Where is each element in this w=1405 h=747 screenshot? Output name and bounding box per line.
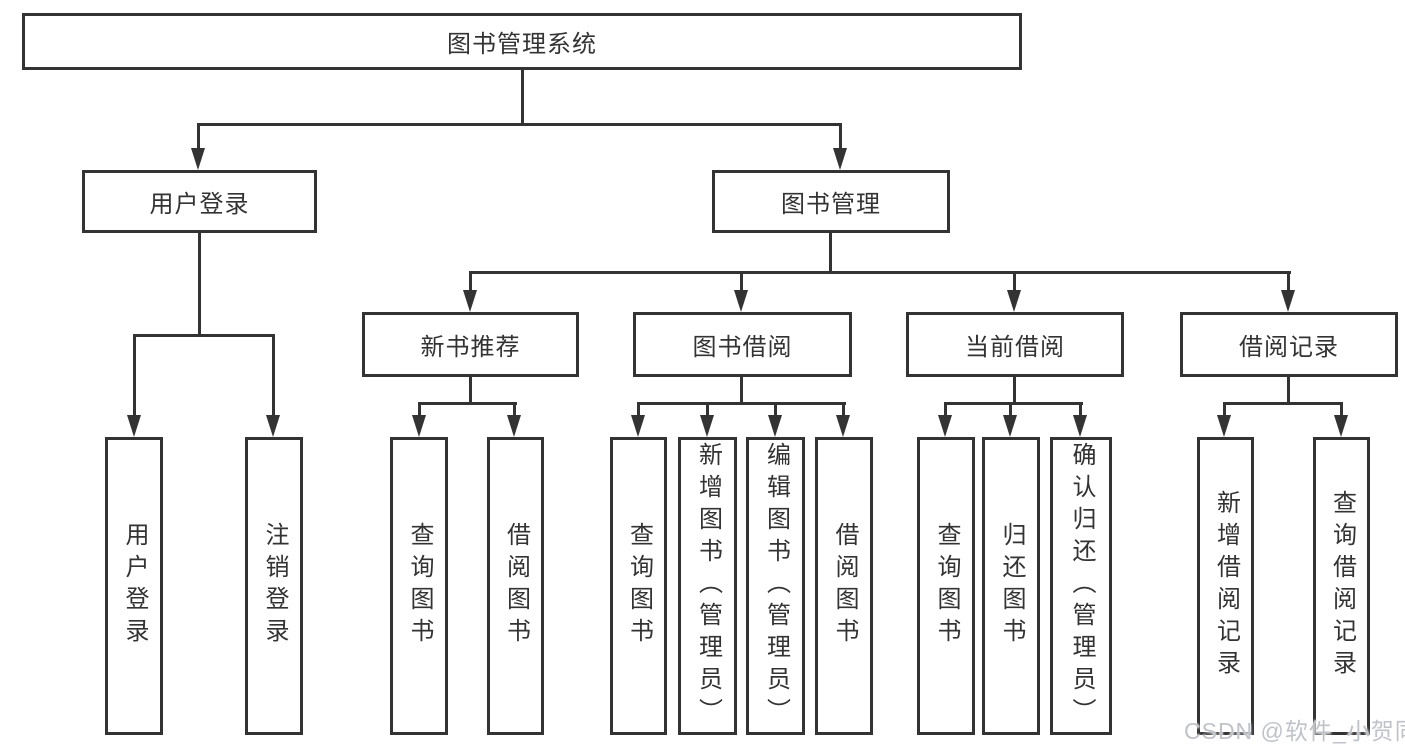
node-root-system: 图书管理系统 (22, 13, 1022, 70)
node-label: 借阅图书 (502, 522, 530, 650)
node-leaf-edit-books-admin: 编辑图书（管理员） (746, 437, 805, 735)
connector-to-leaf (418, 402, 421, 418)
connector-new-book-stem (469, 376, 472, 404)
node-leaf-query-books-recommend: 查询图书 (390, 437, 448, 735)
arrow-down-icon (412, 415, 426, 437)
connector-borrow-record-stem (1287, 376, 1290, 404)
node-leaf-query-books-current: 查询图书 (917, 437, 975, 735)
node-book-management: 图书管理 (712, 170, 950, 233)
arrow-down-icon (938, 415, 952, 437)
connector-book-management-stem (829, 233, 832, 274)
node-label: 查询图书 (933, 522, 960, 650)
connector-root-stem (521, 70, 524, 124)
connector-to-leaf (1340, 402, 1343, 418)
arrow-down-icon (631, 415, 645, 437)
node-leaf-add-borrow-record: 新增借阅记录 (1197, 437, 1254, 735)
node-label: 编辑图书（管理员） (762, 442, 790, 730)
arrow-down-icon (1007, 290, 1021, 312)
connector-to-book-management (839, 123, 842, 151)
connector-to-book-borrow (740, 271, 743, 293)
connector-to-leaf (944, 402, 947, 418)
connector-borrow-record-bar (1223, 402, 1343, 405)
connector-to-new-book (469, 271, 472, 293)
connector-to-leaf (1223, 402, 1226, 418)
connector-to-leaf (706, 402, 709, 418)
node-leaf-add-books-admin: 新增图书（管理员） (678, 437, 737, 735)
connector-to-leaf (1009, 402, 1012, 418)
arrow-down-icon (191, 148, 205, 170)
arrow-down-icon (127, 415, 141, 437)
node-leaf-confirm-return-admin: 确认归还（管理员） (1050, 437, 1112, 735)
node-label: 查询图书 (406, 522, 433, 650)
arrow-down-icon (463, 290, 477, 312)
connector-to-leaf (272, 334, 275, 417)
arrow-down-icon (1334, 415, 1348, 437)
connector-to-user-login (197, 123, 200, 151)
node-leaf-borrow-books: 借阅图书 (815, 437, 873, 735)
node-user-login: 用户登录 (82, 170, 317, 233)
arrow-down-icon (768, 415, 782, 437)
arrow-down-icon (833, 148, 847, 170)
connector-level3-bar (469, 271, 1291, 274)
node-leaf-return-books: 归还图书 (982, 437, 1040, 735)
arrow-down-icon (266, 415, 280, 437)
connector-to-leaf (774, 402, 777, 418)
connector-new-book-bar (418, 402, 517, 405)
node-label: 注销登录 (261, 522, 288, 650)
connector-to-leaf (513, 402, 516, 418)
connector-user-login-bar (133, 334, 275, 337)
connector-level2-bar (197, 123, 842, 126)
arrow-down-icon (1217, 415, 1231, 437)
connector-to-current-borrow (1013, 271, 1016, 293)
node-leaf-user-login: 用户登录 (105, 437, 163, 735)
arrow-down-icon (507, 415, 521, 437)
arrow-down-icon (1003, 415, 1017, 437)
arrow-down-icon (700, 415, 714, 437)
connector-to-leaf (842, 402, 845, 418)
node-borrowing-records: 借阅记录 (1180, 312, 1398, 377)
connector-current-borrow-bar (944, 402, 1083, 405)
connector-book-borrow-stem (740, 376, 743, 404)
node-book-borrowing: 图书借阅 (633, 312, 852, 377)
node-label: 新增图书（管理员） (694, 442, 722, 730)
connector-current-borrow-stem (1013, 376, 1016, 404)
node-leaf-query-borrow-record: 查询借阅记录 (1313, 437, 1370, 735)
connector-to-leaf (1079, 402, 1082, 418)
node-leaf-logout: 注销登录 (245, 437, 303, 735)
node-current-borrowing: 当前借阅 (906, 312, 1124, 377)
arrow-down-icon (1073, 415, 1087, 437)
node-label: 新增借阅记录 (1212, 490, 1240, 682)
connector-user-login-stem (198, 233, 201, 336)
node-label: 用户登录 (121, 522, 148, 650)
node-leaf-query-books-borrow: 查询图书 (610, 437, 667, 735)
connector-to-leaf (133, 334, 136, 417)
connector-to-borrow-record (1287, 271, 1290, 293)
arrow-down-icon (1281, 290, 1295, 312)
node-label: 查询图书 (625, 522, 653, 650)
node-leaf-borrow-books-recommend: 借阅图书 (487, 437, 544, 735)
connector-book-borrow-bar (637, 402, 846, 405)
node-label: 查询借阅记录 (1328, 490, 1356, 682)
node-label: 借阅图书 (831, 522, 858, 650)
csdn-watermark: CSDN @软件_小贺同学 (1184, 718, 1405, 744)
arrow-down-icon (836, 415, 850, 437)
connector-to-leaf (637, 402, 640, 418)
node-label: 确认归还（管理员） (1068, 442, 1095, 730)
arrow-down-icon (734, 290, 748, 312)
node-new-book-recommend: 新书推荐 (362, 312, 579, 377)
node-label: 归还图书 (998, 522, 1025, 650)
